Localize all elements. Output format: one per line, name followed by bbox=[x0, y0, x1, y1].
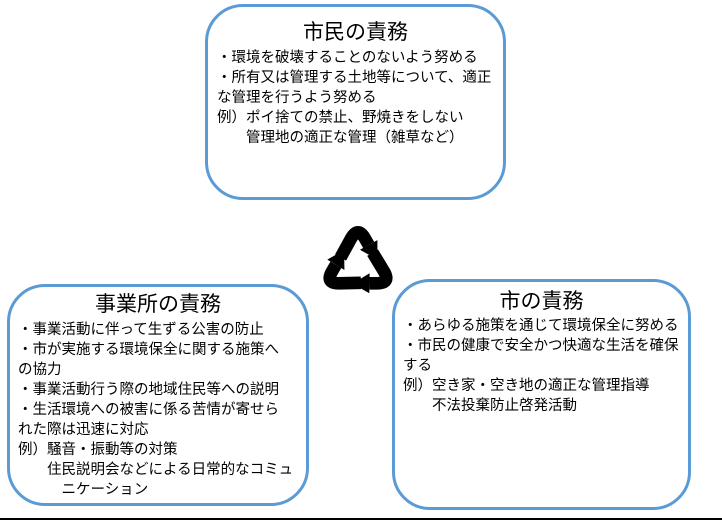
text-line: ・事業活動に伴って生ずる公害の防止 bbox=[18, 322, 264, 338]
text-line: ・生活環境への被害に係る苦情が寄せら bbox=[18, 402, 279, 418]
text-line: する bbox=[403, 358, 432, 374]
box-city-duties: 市の責務 ・あらゆる施策を通じて環境保全に努める・市民の健康で安全かつ快適な生活… bbox=[392, 279, 691, 510]
text-line: の協力 bbox=[18, 362, 62, 378]
business-box-body: ・事業活動に伴って生ずる公害の防止・市が実施する環境保全に関する施策への協力・事… bbox=[10, 317, 306, 500]
text-line: ・市が実施する環境保全に関する施策へ bbox=[18, 342, 279, 358]
city-box-body: ・あらゆる施策を通じて環境保全に努める・市民の健康で安全かつ快適な生活を確保する… bbox=[395, 314, 688, 416]
text-line: ・環境を破壊することのないよう努める bbox=[217, 50, 478, 66]
text-line: 例）空き家・空き地の適正な管理指導 bbox=[403, 378, 650, 394]
city-box-title: 市の責務 bbox=[499, 289, 584, 313]
text-line: な管理を行うよう努める bbox=[217, 90, 377, 106]
text-line: 住民説明会などによる日常的なコミュ bbox=[18, 462, 294, 478]
text-line: ニケーション bbox=[18, 482, 149, 498]
text-line: れた際は迅速に対応 bbox=[18, 422, 149, 438]
text-line: ・あらゆる施策を通じて環境保全に努める bbox=[403, 318, 679, 334]
text-line: ・事業活動行う際の地域住民等への説明 bbox=[18, 382, 279, 398]
business-box-title: 事業所の責務 bbox=[95, 292, 221, 316]
bottom-rule bbox=[0, 518, 722, 520]
citizens-box-body: ・環境を破壊することのないよう努める・所有又は管理する土地等について、適正な管理… bbox=[208, 45, 503, 148]
text-line: 例）騒音・振動等の対策 bbox=[18, 442, 178, 458]
text-line: 不法投棄防止啓発活動 bbox=[403, 398, 577, 414]
box-citizens-duties: 市民の責務 ・環境を破壊することのないよう努める・所有又は管理する土地等について… bbox=[205, 4, 506, 200]
text-line: ・市民の健康で安全かつ快適な生活を確保 bbox=[403, 338, 679, 354]
citizens-box-title: 市民の責務 bbox=[303, 20, 408, 44]
text-line: ・所有又は管理する土地等について、適正 bbox=[217, 70, 492, 86]
box-business-duties: 事業所の責務 ・事業活動に伴って生ずる公害の防止・市が実施する環境保全に関する施… bbox=[7, 284, 309, 506]
text-line: 管理地の適正な管理（雑草など） bbox=[217, 130, 464, 146]
text-line: 例）ポイ捨ての禁止、野焼きをしない bbox=[217, 110, 464, 126]
